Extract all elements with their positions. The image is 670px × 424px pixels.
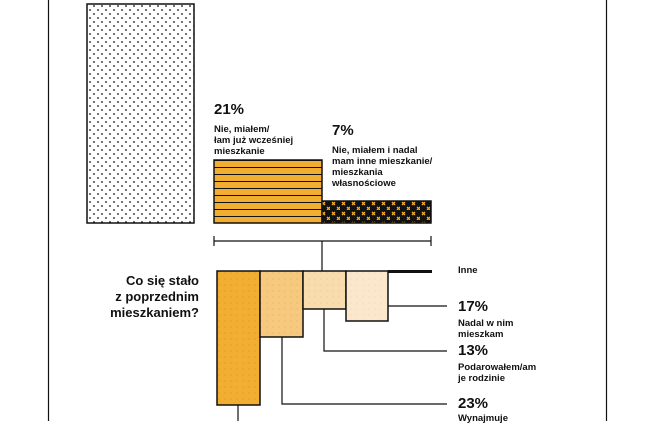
bar-total <box>86 3 195 224</box>
bar-still-living <box>345 270 389 322</box>
value-label-gifted: 13% <box>458 342 489 359</box>
category-label-other: Inne <box>458 265 478 276</box>
bar-rents <box>216 270 261 406</box>
leader-gifted <box>281 337 447 405</box>
bar-other <box>388 270 432 273</box>
question-label: Co się stało z poprzednim mieszkaniem? <box>110 273 199 320</box>
category-label-still-living: Nadal w nim mieszkam <box>458 318 514 340</box>
category-label-earlier: Nie, miałem/ łam już wcześniej mieszkani… <box>214 124 294 157</box>
value-label-other-apartments: 7% <box>332 122 354 139</box>
bar-unlabeled <box>302 270 347 310</box>
value-label-earlier: 21% <box>214 101 245 118</box>
category-label-rents: Wynajmuje <box>458 413 508 424</box>
bar-gifted <box>259 270 304 338</box>
value-label-still-living: 17% <box>458 298 489 315</box>
category-label-other-apartments: Nie, miałem i nadal mam inne mieszkanie/… <box>332 145 433 189</box>
leader-unlabeled <box>323 309 447 352</box>
bar-earlier-apartment <box>213 159 323 224</box>
category-label-gifted: Podarowałem/am je rodzinie <box>458 362 537 384</box>
bar-other-apartments <box>321 200 432 224</box>
value-label-rents: 23% <box>458 395 489 412</box>
